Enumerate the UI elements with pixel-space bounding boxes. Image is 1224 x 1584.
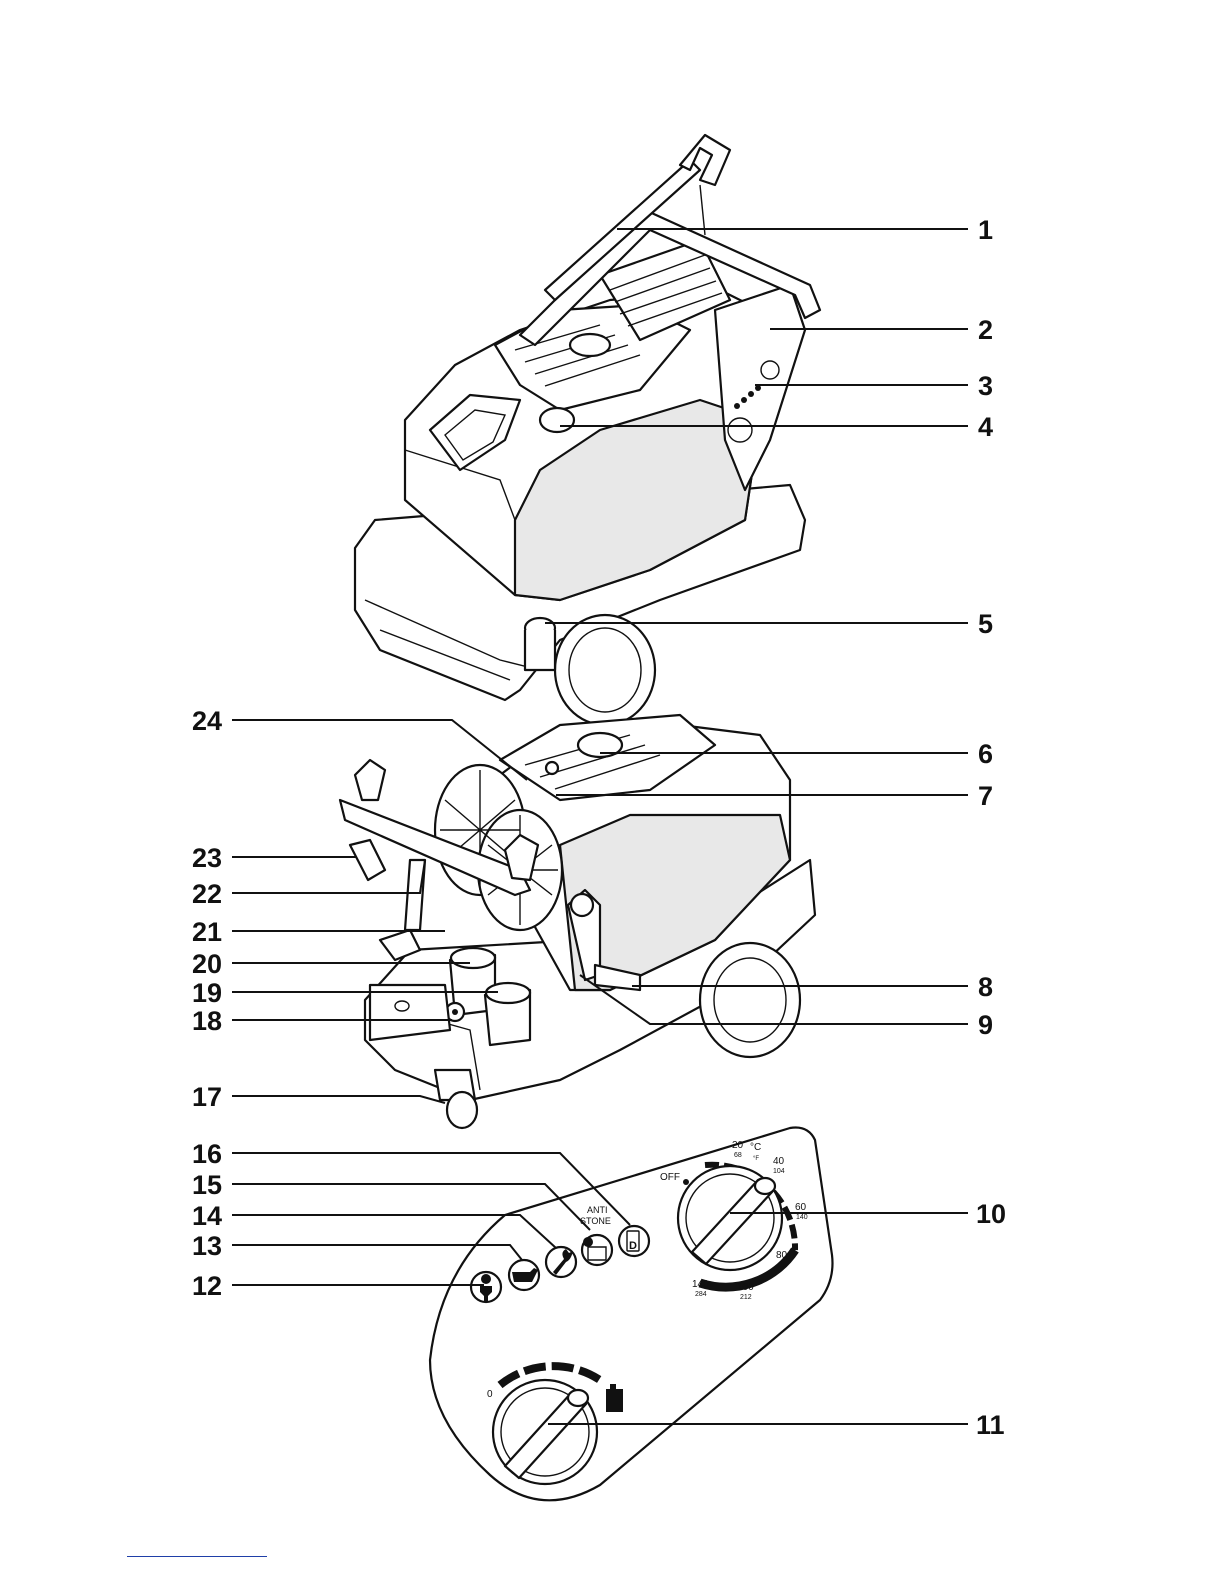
temp-unit-f: °F: [753, 1156, 759, 1162]
machine-front-view: [355, 135, 820, 725]
callout-19: 19: [192, 978, 222, 1008]
callout-4: 4: [978, 412, 993, 442]
callout-8: 8: [978, 972, 993, 1002]
callout-6: 6: [978, 739, 993, 769]
temp-mark-60-c: 60: [795, 1202, 807, 1213]
temp-mark-100-c: 100: [737, 1282, 754, 1293]
temp-mark-100-f: 212: [740, 1294, 752, 1301]
callout-20: 20: [192, 949, 222, 979]
callout-5: 5: [978, 609, 993, 639]
callout-11: 11: [976, 1410, 1005, 1440]
anti-stone-line1: ANTI: [587, 1205, 608, 1215]
callout-1: 1: [978, 215, 993, 245]
machine-rear-view: [340, 715, 815, 1128]
callout-3: 3: [978, 371, 993, 401]
detergent-zero-label: 0: [487, 1389, 493, 1400]
callout-12: 12: [192, 1271, 222, 1301]
callout-17: 17: [192, 1082, 222, 1112]
callout-21: 21: [192, 917, 222, 947]
temp-mark-140-f: 284: [695, 1291, 707, 1298]
callout-18: 18: [192, 1006, 222, 1036]
temp-off-label: OFF: [660, 1172, 680, 1183]
temp-mark-80-c: 80: [776, 1250, 788, 1261]
temp-unit-c: °C: [750, 1142, 761, 1153]
callout-7: 7: [978, 781, 993, 811]
callout-14: 14: [192, 1201, 222, 1231]
temp-mark-60-f: 140: [796, 1214, 808, 1221]
temp-mark-20-f: 68: [734, 1152, 742, 1159]
temp-mark-40-c: 40: [773, 1156, 785, 1167]
mains-plug-icon: [471, 1272, 501, 1302]
temp-mark-40-f: 104: [773, 1168, 785, 1175]
callout-13: 13: [192, 1231, 222, 1261]
temp-mark-20-c: 20: [732, 1140, 744, 1151]
callout-9: 9: [978, 1010, 993, 1040]
callout-2: 2: [978, 315, 993, 345]
oil-can-icon: [509, 1260, 539, 1290]
callout-16: 16: [192, 1139, 222, 1169]
fuel-pump-icon: D: [619, 1226, 649, 1256]
wrench-icon: [546, 1247, 576, 1277]
callout-10: 10: [976, 1199, 1006, 1229]
fuel-letter: D: [629, 1240, 637, 1252]
callout-15: 15: [192, 1170, 222, 1200]
callout-22: 22: [192, 879, 222, 909]
callout-23: 23: [192, 843, 222, 873]
callout-24: 24: [192, 706, 222, 736]
temp-mark-140-c: 140: [692, 1279, 709, 1290]
footer-rule: [127, 1556, 267, 1557]
